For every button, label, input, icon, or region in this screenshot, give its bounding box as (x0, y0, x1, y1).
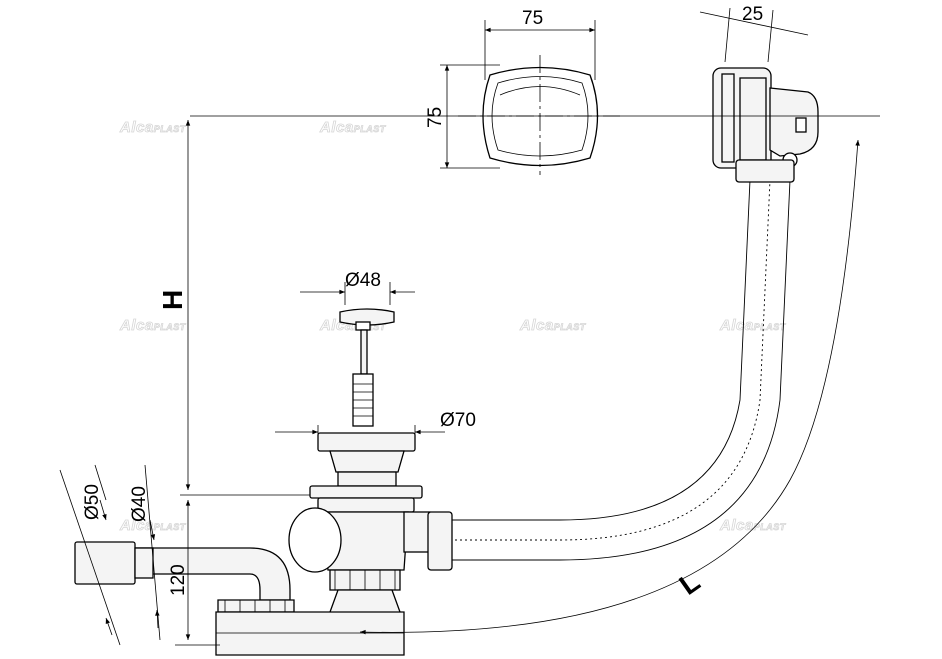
watermark: AlcaPLAST (119, 317, 187, 334)
watermark-layer: AlcaPLAST AlcaPLAST AlcaPLAST AlcaPLAST … (119, 119, 787, 535)
length-label: L (674, 566, 706, 601)
height-dimension: H (157, 120, 310, 496)
cap-height-label: 75 (425, 107, 446, 128)
overflow-cap-front-view: 75 75 (425, 8, 620, 175)
flexible-hose (427, 159, 795, 571)
watermark: AlcaPLAST (719, 517, 787, 534)
trap-assembly: Ø50 Ø40 120 (59, 464, 405, 656)
watermark: AlcaPLAST (519, 317, 587, 334)
outlet-outer-diameter-label: Ø50 (82, 484, 103, 520)
outlet-inner-diameter-label: Ø40 (129, 486, 150, 522)
plug-assembly: Ø48 (300, 270, 415, 427)
watermark: AlcaPLAST (119, 517, 187, 534)
height-label: H (157, 290, 188, 310)
watermark: AlcaPLAST (719, 317, 787, 334)
overflow-depth-label: 25 (742, 4, 763, 25)
watermark: AlcaPLAST (119, 119, 187, 136)
plug-diameter-label: Ø48 (345, 270, 381, 291)
watermark: AlcaPLAST (319, 119, 387, 136)
cap-width-label: 75 (522, 8, 543, 29)
waste-diameter-label: Ø70 (440, 410, 476, 431)
trap-height-label: 120 (168, 564, 189, 596)
